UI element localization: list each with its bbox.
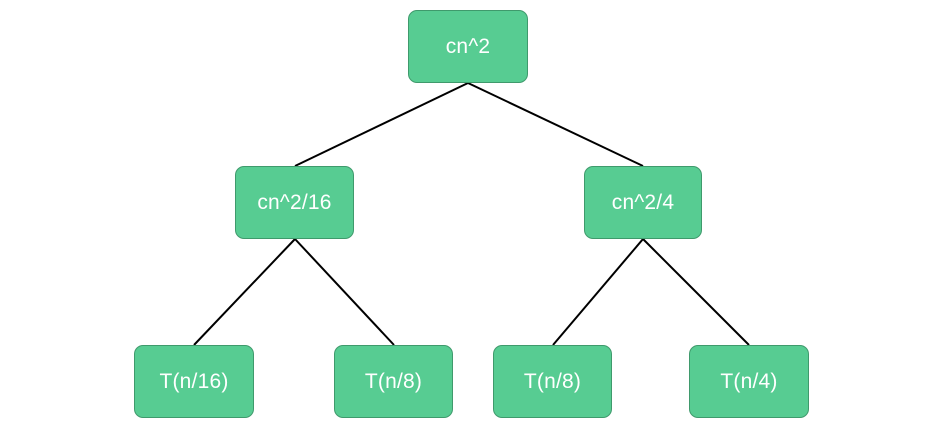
node-label: T(n/16) <box>159 369 229 393</box>
tree-node-left: cn^2/16 <box>235 166 354 239</box>
tree-node-right: cn^2/4 <box>584 166 702 239</box>
node-label: cn^2/16 <box>257 190 332 214</box>
node-label: T(n/8) <box>523 369 582 393</box>
node-label: T(n/8) <box>364 369 423 393</box>
edge-root-right <box>467 82 644 167</box>
node-label: T(n/4) <box>720 369 778 393</box>
edge-left-ll <box>193 238 296 346</box>
edge-root-left <box>294 82 469 167</box>
tree-node-right-right: T(n/4) <box>689 345 809 418</box>
edge-left-lr <box>294 238 395 346</box>
tree-node-root: cn^2 <box>408 10 528 83</box>
edge-right-rl <box>552 238 644 346</box>
tree-node-left-right: T(n/8) <box>334 345 453 418</box>
node-label: cn^2 <box>445 34 491 58</box>
node-label: cn^2/4 <box>611 190 675 214</box>
tree-node-left-left: T(n/16) <box>134 345 254 418</box>
edge-right-rr <box>642 238 750 346</box>
tree-node-right-left: T(n/8) <box>493 345 612 418</box>
